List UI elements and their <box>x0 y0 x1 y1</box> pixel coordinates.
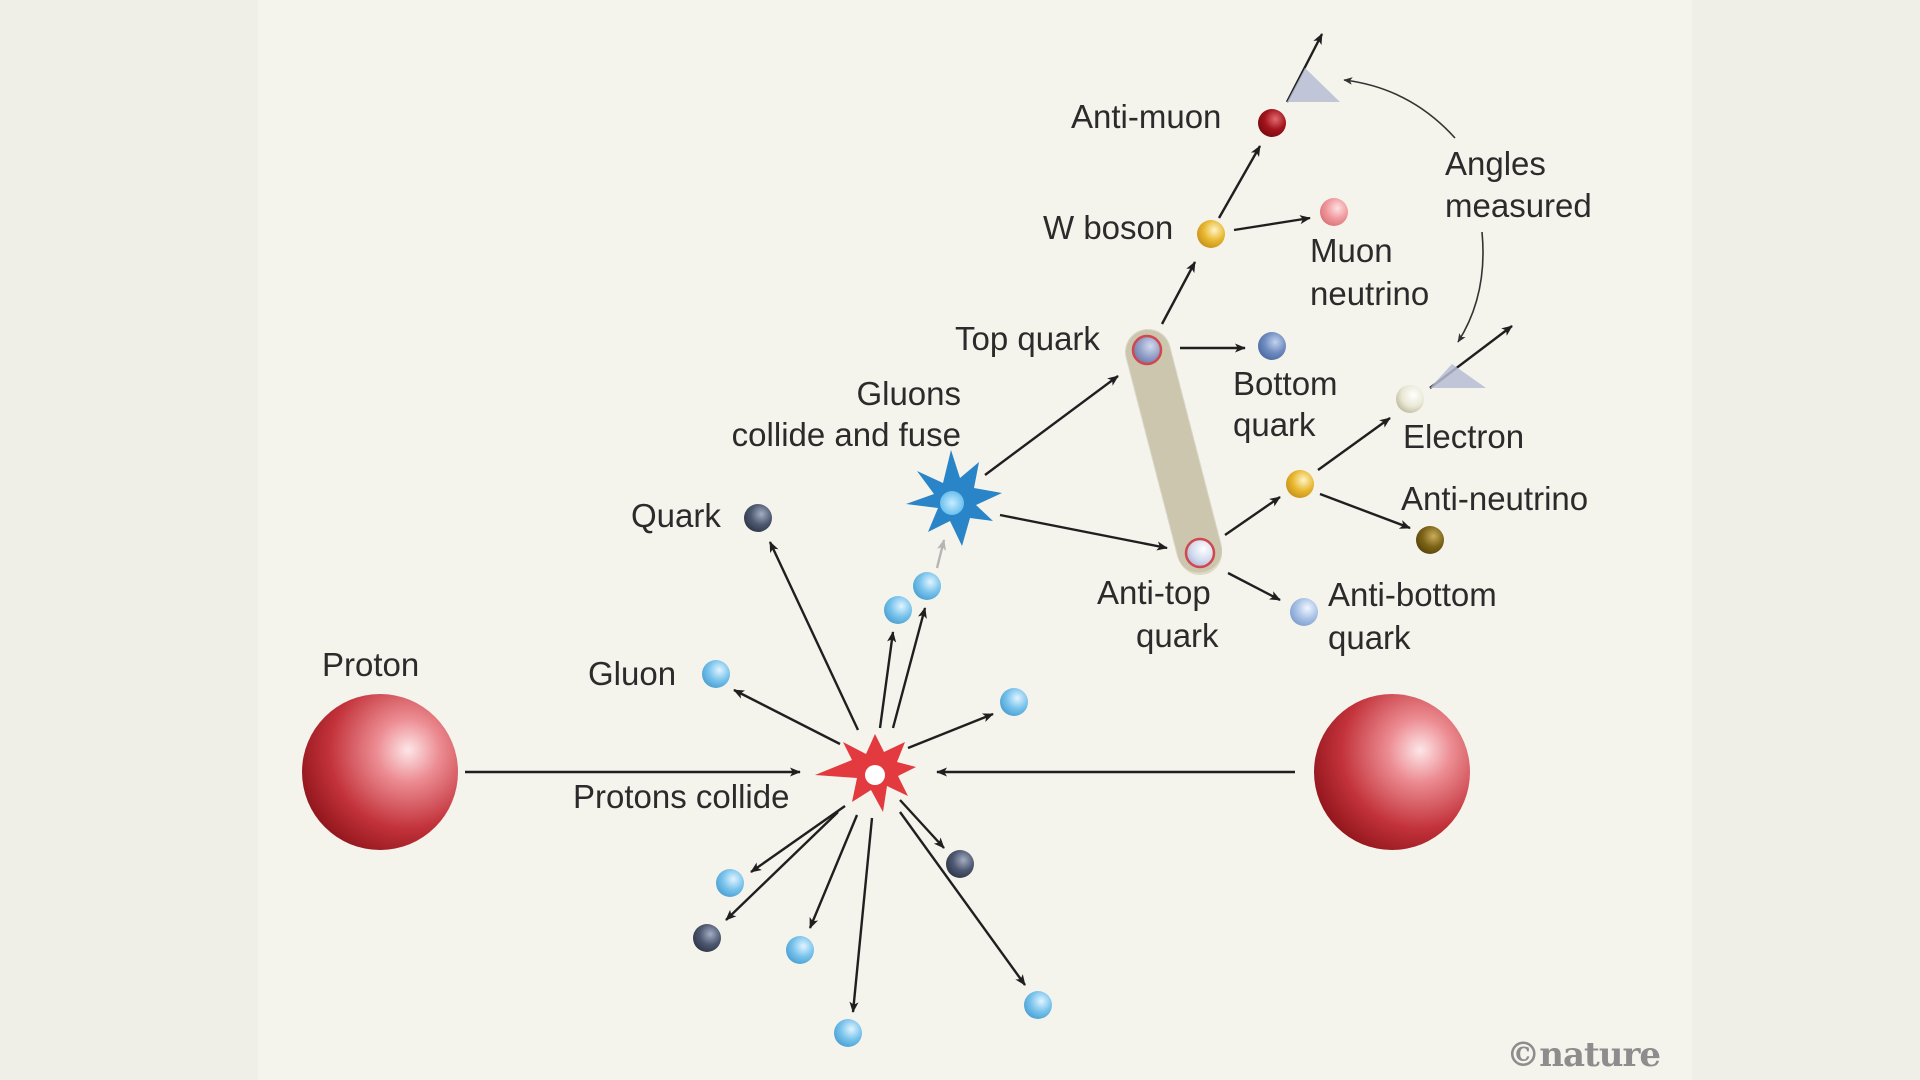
debris-gluon-2 <box>913 572 941 600</box>
angles-curve-upper <box>1343 77 1456 139</box>
label-anti-neutrino: Anti-neutrino <box>1401 480 1588 517</box>
top-pair-band-outline <box>1125 329 1223 576</box>
quark-particle <box>744 504 772 532</box>
label-gluons-fuse-1: Gluons <box>856 375 961 412</box>
arrow-to-muon-neutrino <box>1233 215 1311 232</box>
label-protons-collide: Protons collide <box>573 778 789 815</box>
proton-left <box>302 694 458 850</box>
label-anti-top-2: quark <box>1136 617 1219 654</box>
angles-curve-lower <box>1457 231 1484 343</box>
debris-quark-2 <box>693 924 721 952</box>
angle-marker-electron <box>1430 364 1486 388</box>
debris-gluon-4 <box>1024 991 1052 1019</box>
arrow-to-electron <box>1317 417 1391 471</box>
collision-debris-arrows <box>725 541 1026 1013</box>
figure-panel <box>258 0 1692 1080</box>
label-anti-top-1: Anti-top <box>1097 574 1211 611</box>
arrow-to-anti-neutrino <box>1319 492 1411 530</box>
bottom-quark-particle <box>1258 332 1286 360</box>
debris-gluon-1 <box>884 596 912 624</box>
top-pair-band <box>1126 330 1222 575</box>
debris-gluon-5 <box>834 1019 862 1047</box>
label-proton: Proton <box>322 646 419 683</box>
label-quark: Quark <box>631 497 721 534</box>
gluon-particle <box>702 660 730 688</box>
debris-gluon-6 <box>786 936 814 964</box>
fusion-core <box>940 491 964 515</box>
label-gluon: Gluon <box>588 655 676 692</box>
label-angles-1: Angles <box>1445 145 1546 182</box>
label-anti-bottom-2: quark <box>1328 619 1411 656</box>
arrow-to-top-quark <box>984 375 1119 476</box>
arrow-to-anti-bottom-quark <box>1227 571 1281 602</box>
debris-gluon-3 <box>1000 688 1028 716</box>
arrow-to-w-boson-anti-top <box>1224 496 1281 536</box>
anti-muon-particle <box>1258 109 1286 137</box>
electron-particle <box>1396 385 1424 413</box>
arrow-to-anti-top-quark <box>999 513 1168 551</box>
collision-core <box>865 765 885 785</box>
debris-gluon-7 <box>716 869 744 897</box>
gluon-rise-arrow <box>935 539 947 569</box>
label-top-quark: Top quark <box>955 320 1100 357</box>
arrow-to-w-boson-top <box>1160 261 1197 325</box>
anti-bottom-quark-particle <box>1290 598 1318 626</box>
anti-top-quark-particle <box>1184 537 1216 569</box>
label-anti-muon: Anti-muon <box>1071 98 1221 135</box>
label-w-boson: W boson <box>1043 209 1173 246</box>
label-gluons-fuse-2: collide and fuse <box>732 416 961 453</box>
label-anti-bottom-1: Anti-bottom <box>1328 576 1497 613</box>
anti-muon-direction-arrow <box>1285 33 1324 103</box>
w-boson-anti-top-particle <box>1286 470 1314 498</box>
nature-credit-logo: ©nature <box>1506 1035 1660 1075</box>
anti-neutrino-particle <box>1416 526 1444 554</box>
debris-quark-1 <box>946 850 974 878</box>
arrow-to-anti-muon <box>1217 145 1262 219</box>
label-electron: Electron <box>1403 418 1524 455</box>
top-quark-particle <box>1131 334 1163 366</box>
label-bottom-quark-1: Bottom <box>1233 365 1338 402</box>
angle-marker-anti-muon <box>1287 68 1340 102</box>
proton-right <box>1314 694 1470 850</box>
label-muon-neutrino-1: Muon <box>1310 232 1393 269</box>
w-boson-top-particle <box>1197 220 1225 248</box>
label-angles-2: measured <box>1445 187 1592 224</box>
muon-neutrino-particle <box>1320 198 1348 226</box>
label-bottom-quark-2: quark <box>1233 406 1316 443</box>
label-muon-neutrino-2: neutrino <box>1310 275 1429 312</box>
